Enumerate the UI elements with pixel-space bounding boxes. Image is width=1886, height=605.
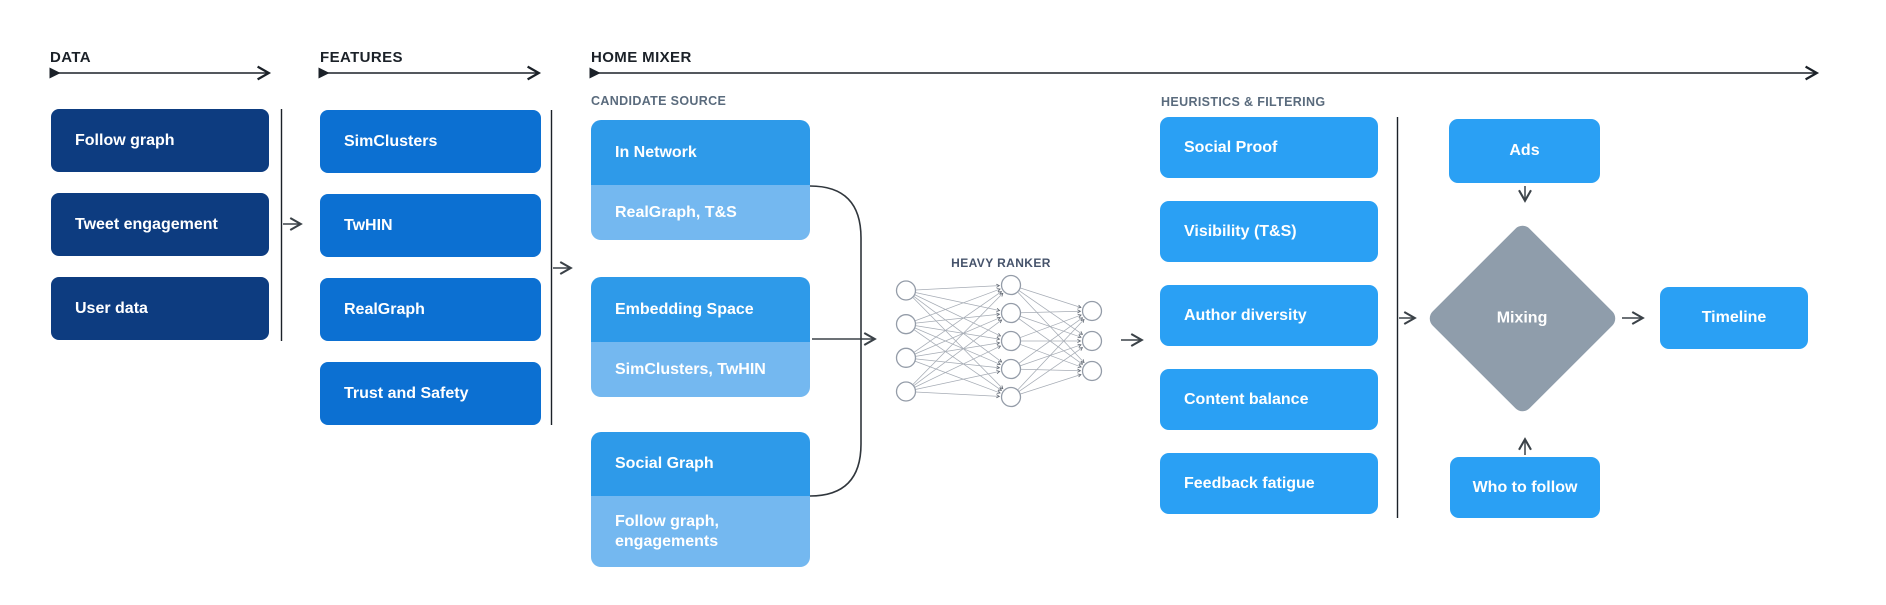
neural-network-node bbox=[895, 280, 917, 301]
candidate-card-subtitle: Follow graph, engagements bbox=[591, 496, 810, 567]
who-to-follow-box-label: Who to follow bbox=[1472, 478, 1578, 496]
mixing-diamond-label: Mixing bbox=[1497, 309, 1548, 327]
heuristic-box-label: Author diversity bbox=[1184, 306, 1307, 324]
data-box-label: User data bbox=[75, 299, 148, 317]
neural-network-node bbox=[895, 381, 917, 402]
candidate-merge-connector bbox=[809, 185, 862, 497]
heuristic-box-label: Content balance bbox=[1184, 390, 1309, 408]
neural-network-node bbox=[1000, 274, 1022, 296]
candidate-card-subtitle-text: Follow graph, engagements bbox=[615, 512, 719, 550]
neural-network-node bbox=[895, 347, 917, 368]
feature-box-realgraph: RealGraph bbox=[320, 278, 541, 341]
neural-network bbox=[895, 274, 1103, 408]
candidate-card-social-graph: Social Graph Follow graph, engagements bbox=[591, 432, 810, 567]
neural-network-node bbox=[1081, 360, 1103, 382]
who-to-follow-box: Who to follow bbox=[1450, 457, 1600, 518]
candidate-card-subtitle: SimClusters, TwHIN bbox=[591, 342, 810, 397]
feature-box-label: TwHIN bbox=[344, 216, 393, 234]
feature-box-twhin: TwHIN bbox=[320, 194, 541, 257]
heuristic-box-label: Social Proof bbox=[1184, 138, 1278, 156]
heuristic-box-feedback-fatigue: Feedback fatigue bbox=[1160, 453, 1378, 514]
data-box-follow-graph: Follow graph bbox=[51, 109, 269, 172]
data-box-label: Tweet engagement bbox=[75, 215, 218, 233]
neural-network-node bbox=[895, 314, 917, 335]
neural-network-node bbox=[1081, 300, 1103, 322]
heuristic-box-author-diversity: Author diversity bbox=[1160, 285, 1378, 346]
home-mixer-section-header: HOME MIXER bbox=[591, 49, 692, 66]
ads-box: Ads bbox=[1449, 119, 1600, 183]
candidate-source-label: CANDIDATE SOURCE bbox=[591, 94, 727, 108]
heuristic-box-social-proof: Social Proof bbox=[1160, 117, 1378, 178]
feature-box-label: SimClusters bbox=[344, 132, 438, 150]
data-box-label: Follow graph bbox=[75, 131, 175, 149]
data-box-user-data: User data bbox=[51, 277, 269, 340]
ads-box-label: Ads bbox=[1509, 142, 1540, 159]
candidate-card-in-network: In Network RealGraph, T&S bbox=[591, 120, 810, 240]
neural-network-node bbox=[1000, 330, 1022, 352]
feature-box-label: RealGraph bbox=[344, 300, 425, 318]
candidate-card-title-text: Social Graph bbox=[615, 455, 714, 472]
candidate-card-title-text: In Network bbox=[615, 143, 697, 161]
candidate-card-title-text: Embedding Space bbox=[615, 300, 754, 318]
candidate-card-subtitle-text: RealGraph, T&S bbox=[615, 203, 737, 221]
neural-network-node bbox=[1081, 330, 1103, 352]
candidate-card-title: In Network bbox=[591, 120, 810, 185]
timeline-box-label: Timeline bbox=[1701, 309, 1767, 326]
feature-box-simclusters: SimClusters bbox=[320, 110, 541, 173]
neural-network-node bbox=[1000, 386, 1022, 408]
data-section-header: DATA bbox=[50, 49, 92, 66]
features-section-header: FEATURES bbox=[320, 49, 403, 66]
heuristic-box-label: Feedback fatigue bbox=[1184, 474, 1315, 492]
candidate-card-subtitle: RealGraph, T&S bbox=[591, 185, 810, 240]
candidate-card-title: Embedding Space bbox=[591, 277, 810, 342]
candidate-card-embedding-space: Embedding Space SimClusters, TwHIN bbox=[591, 277, 810, 397]
heuristic-box-visibility: Visibility (T&S) bbox=[1160, 201, 1378, 262]
feature-box-trust-and-safety: Trust and Safety bbox=[320, 362, 541, 425]
heuristic-box-content-balance: Content balance bbox=[1160, 369, 1378, 430]
heuristic-box-label: Visibility (T&S) bbox=[1184, 222, 1297, 240]
neural-network-node bbox=[1000, 302, 1022, 324]
data-box-tweet-engagement: Tweet engagement bbox=[51, 193, 269, 256]
timeline-box: Timeline bbox=[1660, 287, 1808, 349]
heuristics-filtering-label: HEURISTICS & FILTERING bbox=[1161, 95, 1326, 109]
candidate-card-subtitle-text: SimClusters, TwHIN bbox=[615, 360, 766, 378]
candidate-card-title: Social Graph bbox=[591, 432, 810, 496]
heavy-ranker-label: HEAVY RANKER bbox=[951, 256, 1051, 270]
feature-box-label: Trust and Safety bbox=[344, 384, 469, 402]
neural-network-node bbox=[1000, 358, 1022, 380]
